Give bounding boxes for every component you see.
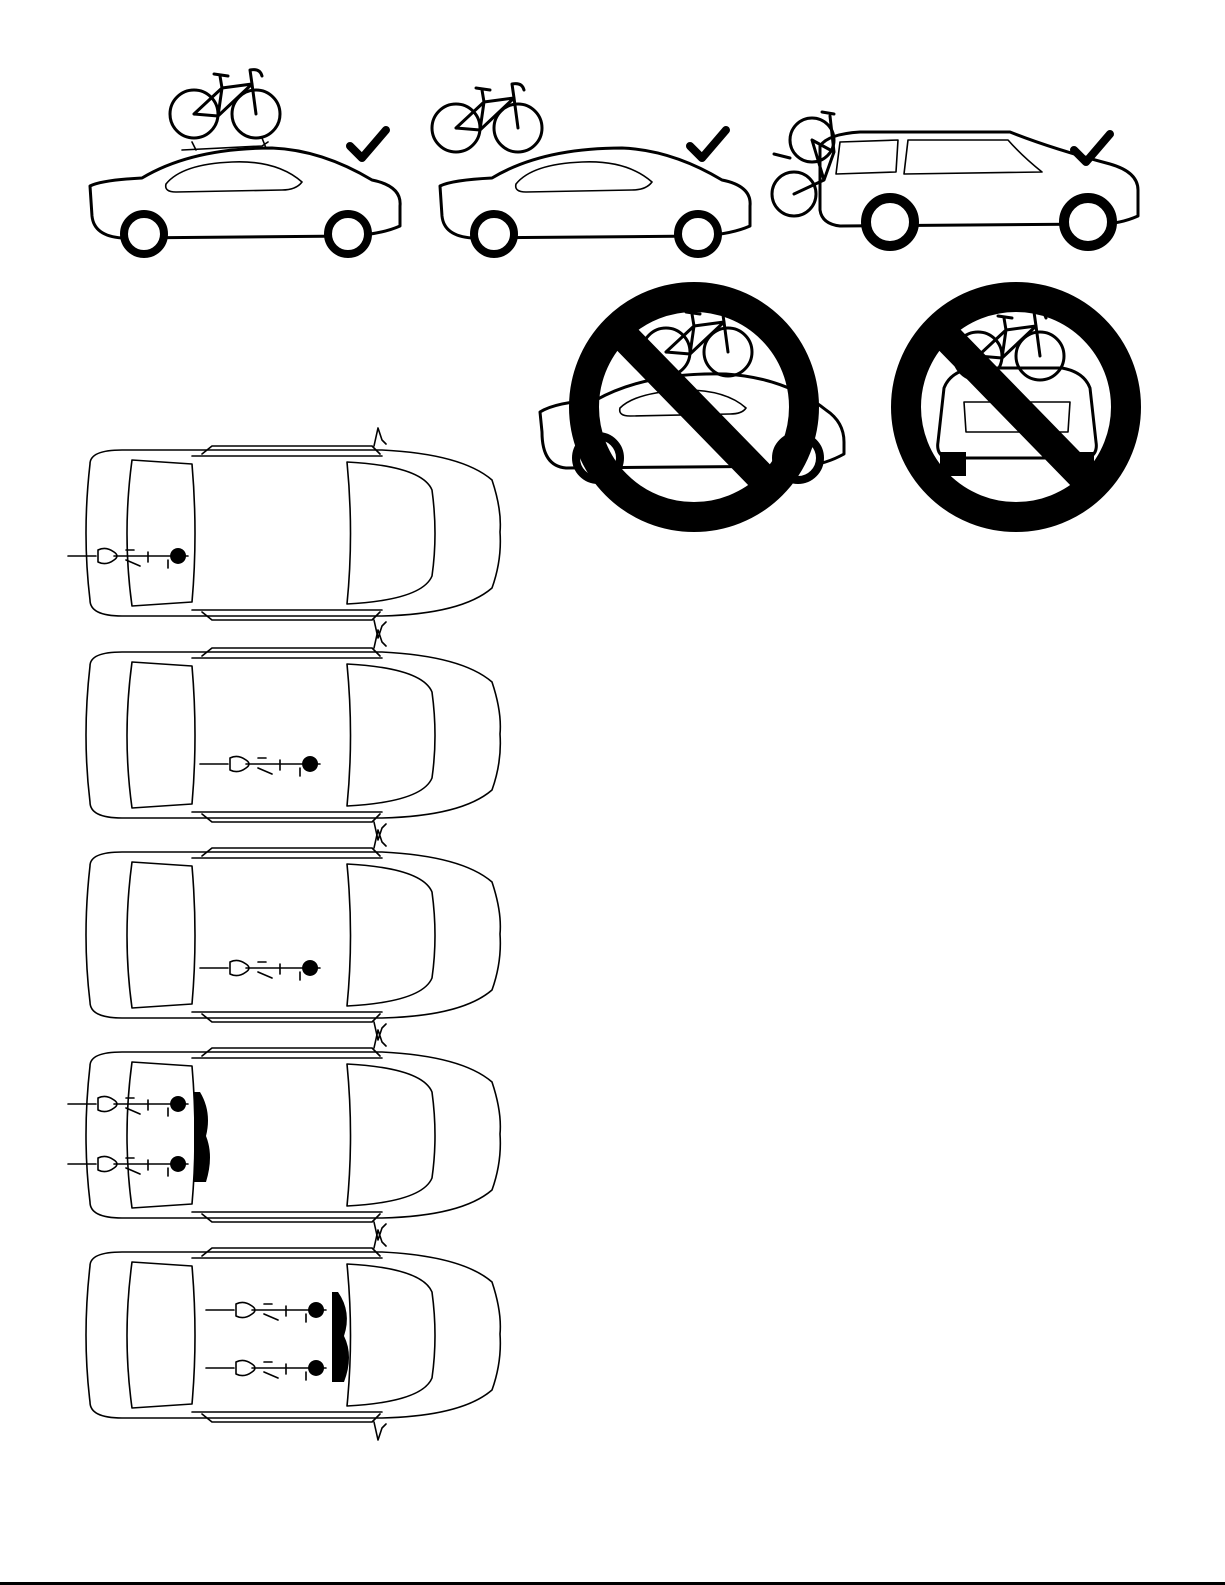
top-view-5 <box>82 1252 512 1442</box>
wagon-hatch-mount-illustration <box>770 100 1150 255</box>
panel-hatchback-rear-mount <box>892 282 1142 537</box>
top-view-2 <box>82 652 512 842</box>
hatchback-rear-mount-illustration <box>892 282 1142 537</box>
top-view-3 <box>82 852 512 1042</box>
checkmark-icon <box>1070 130 1114 168</box>
panel-wagon-hatch-mount <box>770 100 1150 255</box>
checkmark-icon <box>686 126 730 164</box>
panel-sedan-rear-glass-mount <box>536 282 856 537</box>
top-view-4 <box>82 1052 512 1242</box>
top-view-1 <box>82 450 512 640</box>
checkmark-icon <box>346 126 390 164</box>
sedan-rear-glass-mount-illustration <box>536 282 856 537</box>
